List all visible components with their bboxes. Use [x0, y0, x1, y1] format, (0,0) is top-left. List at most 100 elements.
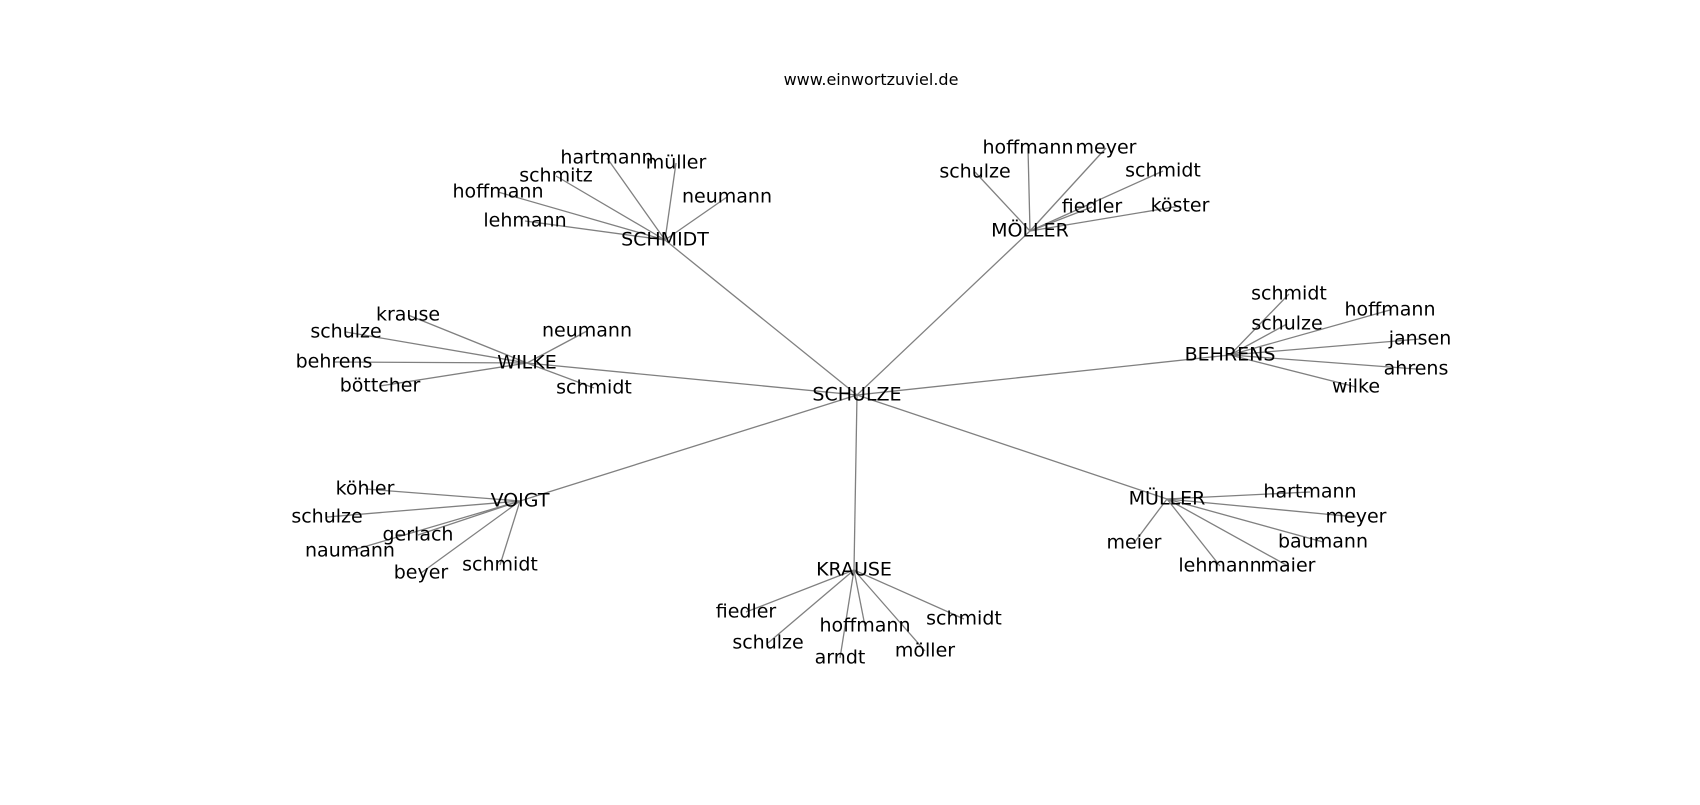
edge-hub-to-leaf — [555, 175, 666, 241]
edge-hub-to-leaf — [526, 362, 595, 389]
center-node-label: SCHULZE — [812, 384, 901, 406]
edge-hub-to-leaf — [1029, 205, 1181, 232]
leaf-node-label: arndt — [815, 647, 866, 669]
edge-hub-to-leaf — [853, 569, 926, 652]
edge-center-to-hub — [856, 230, 1031, 396]
edge-hub-to-leaf — [664, 162, 677, 241]
leaf-node-label: maier — [1261, 555, 1316, 577]
hub-node-label: KRAUSE — [816, 559, 892, 581]
edge-hub-to-leaf — [364, 488, 521, 502]
hub-node-label: MÖLLER — [991, 219, 1069, 242]
leaf-node-label: schulze — [732, 632, 803, 654]
labels-layer: SCHULZESCHMIDThartmannmüllerschmitzhoffm… — [291, 137, 1451, 669]
edge-hub-to-leaf — [349, 500, 521, 552]
edge-hub-to-leaf — [1229, 338, 1421, 356]
leaf-node-label: schulze — [1251, 313, 1322, 335]
leaf-node-label: hartmann — [560, 147, 653, 169]
leaf-node-label: schulze — [939, 161, 1010, 183]
leaf-node-label: behrens — [296, 351, 373, 373]
edge-hub-to-leaf — [1027, 147, 1031, 232]
leaf-node-label: schmidt — [462, 554, 538, 576]
leaf-node-label: ahrens — [1384, 358, 1449, 380]
leaf-node-label: baumann — [1278, 531, 1368, 553]
leaf-node-label: meyer — [1076, 137, 1137, 159]
leaf-node-label: schmidt — [926, 608, 1002, 630]
hub-node-label: MÜLLER — [1129, 487, 1206, 510]
edge-hub-to-leaf — [526, 330, 588, 364]
edge-hub-to-leaf — [1029, 170, 1164, 232]
edge-hub-to-leaf — [1133, 498, 1168, 544]
edge-hub-to-leaf — [853, 569, 965, 620]
edge-hub-to-leaf — [379, 362, 528, 387]
leaf-node-label: fiedler — [716, 601, 777, 623]
hub-node-label: SCHMIDT — [621, 229, 709, 251]
edge-hub-to-leaf — [333, 361, 528, 364]
leaf-node-label: hoffmann — [1345, 299, 1436, 321]
leaf-node-label: gerlach — [383, 524, 454, 546]
edge-hub-to-leaf — [499, 500, 521, 566]
edge-center-to-hub — [664, 239, 858, 396]
edge-center-to-hub — [853, 394, 858, 571]
leaf-node-label: hoffmann — [453, 181, 544, 203]
edge-hub-to-leaf — [1229, 309, 1391, 356]
leaf-node-label: lehmann — [483, 210, 566, 232]
hub-node-label: WILKE — [497, 352, 556, 374]
leaf-node-label: möller — [895, 640, 955, 662]
edge-hub-to-leaf — [524, 220, 666, 241]
leaf-node-label: köster — [1151, 195, 1210, 217]
leaf-node-label: müller — [646, 152, 707, 174]
edge-hub-to-leaf — [1229, 323, 1288, 356]
leaf-node-label: lehmann — [1178, 555, 1261, 577]
hub-node-label: VOIGT — [491, 490, 550, 512]
leaf-node-label: hoffmann — [820, 615, 911, 637]
edge-hub-to-leaf — [407, 314, 528, 364]
edge-hub-to-leaf — [1166, 498, 1221, 567]
edge-hub-to-leaf — [853, 569, 866, 627]
leaf-node-label: naumann — [305, 540, 395, 562]
edge-hub-to-leaf — [497, 191, 666, 241]
edges-layer — [326, 147, 1421, 659]
leaf-node-label: schmitz — [519, 165, 593, 187]
edge-hub-to-leaf — [1029, 147, 1107, 232]
leaf-node-label: schmidt — [1125, 160, 1201, 182]
leaf-node-label: schulze — [291, 506, 362, 528]
edge-hub-to-leaf — [767, 569, 855, 644]
edge-hub-to-leaf — [1229, 354, 1417, 370]
leaf-node-label: neumann — [682, 186, 772, 208]
edge-hub-to-leaf — [1166, 498, 1357, 518]
leaf-node-label: jansen — [1388, 328, 1452, 350]
leaf-node-label: schmidt — [1251, 283, 1327, 305]
edge-center-to-hub — [856, 354, 1231, 396]
edge-hub-to-leaf — [745, 569, 855, 613]
edge-hub-to-leaf — [420, 500, 521, 574]
edge-hub-to-leaf — [664, 196, 728, 241]
leaf-node-label: meier — [1107, 532, 1162, 554]
edge-hub-to-leaf — [839, 569, 855, 659]
edge-hub-to-leaf — [1166, 491, 1311, 500]
leaf-node-label: schulze — [310, 321, 381, 343]
edge-hub-to-leaf — [974, 171, 1031, 232]
leaf-node-label: wilke — [1332, 376, 1380, 398]
edge-hub-to-leaf — [326, 500, 521, 518]
leaf-node-label: schmidt — [556, 377, 632, 399]
leaf-node-label: krause — [376, 304, 440, 326]
edge-center-to-hub — [519, 394, 858, 502]
leaf-node-label: meyer — [1326, 506, 1387, 528]
edge-hub-to-leaf — [606, 157, 666, 241]
leaf-node-label: köhler — [336, 478, 395, 500]
site-title: www.einwortzuviel.de — [783, 70, 959, 89]
leaf-node-label: hartmann — [1263, 481, 1356, 503]
leaf-node-label: neumann — [542, 320, 632, 342]
hub-node-label: BEHRENS — [1185, 344, 1276, 366]
edge-hub-to-leaf — [1229, 354, 1357, 388]
edge-hub-to-leaf — [1166, 498, 1324, 543]
leaf-node-label: beyer — [394, 562, 449, 584]
leaf-node-label: fiedler — [1062, 196, 1123, 218]
edge-center-to-hub — [526, 362, 858, 396]
leaf-node-label: böttcher — [340, 375, 421, 397]
edge-center-to-hub — [856, 394, 1168, 500]
leaf-node-label: hoffmann — [983, 137, 1074, 159]
edge-hub-to-leaf — [1166, 498, 1289, 567]
